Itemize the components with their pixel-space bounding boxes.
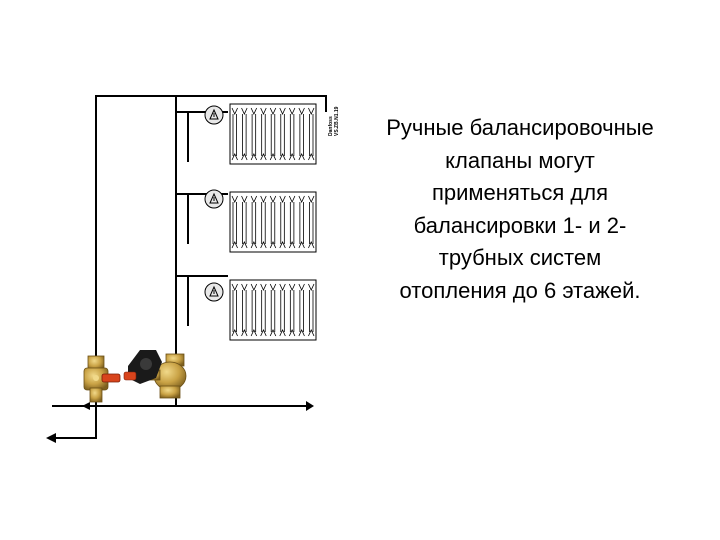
radiator-fin xyxy=(279,107,286,161)
radiators-group xyxy=(229,103,317,341)
radiator-2 xyxy=(229,191,317,253)
arrow-left-supply xyxy=(46,433,56,443)
caption-line-1: Ручные балансировочные xyxy=(386,115,654,140)
radiator-fin xyxy=(298,195,305,249)
arrow-left-top xyxy=(82,402,90,410)
radiator-1 xyxy=(229,103,317,165)
radiator-fin xyxy=(231,107,238,161)
radiator-fin xyxy=(231,195,238,249)
radiator-fin xyxy=(308,283,315,337)
thermostatic-valve-2 xyxy=(204,189,224,209)
radiator-fin xyxy=(250,195,258,249)
radiator-fin xyxy=(241,283,248,337)
flow-arrows xyxy=(46,401,314,443)
manual-balancing-valve-left xyxy=(83,355,121,403)
thermostatic-valve-3 xyxy=(204,282,224,302)
radiator-fin xyxy=(308,107,315,161)
vertical-label-line-1: Danfoss xyxy=(328,116,334,136)
radiator-fin xyxy=(298,107,305,161)
radiator-fin xyxy=(250,283,258,337)
radiator-fin xyxy=(260,107,267,161)
radiator-fin xyxy=(260,195,267,249)
radiator-fin xyxy=(298,283,305,337)
radiator-fin xyxy=(279,283,286,337)
radiator-fin xyxy=(260,283,267,337)
caption-line-5: трубных систем xyxy=(438,245,602,270)
caption-line-6: отопления до 6 этажей. xyxy=(399,277,641,303)
thermostatic-valve-1 xyxy=(204,105,224,125)
thermostatic-valves xyxy=(204,105,224,302)
description-text: Ручные балансировочные клапаны могут при… xyxy=(340,112,700,307)
radiator-fin xyxy=(269,283,277,337)
caption-line-3: применяться для xyxy=(431,180,608,205)
radiator-fin xyxy=(288,195,296,249)
vertical-label: Danfoss VS.ZB.N1.19 xyxy=(328,106,340,136)
caption-line-2: клапаны могут xyxy=(445,147,595,173)
radiator-fin xyxy=(241,107,248,161)
radiator-fin xyxy=(288,107,296,161)
radiator-fin xyxy=(241,195,248,249)
supply-riser xyxy=(95,95,327,382)
caption-line-4: балансировки 1- и 2- xyxy=(413,212,627,238)
radiator-fin xyxy=(288,283,296,337)
radiator-fin xyxy=(269,195,277,249)
radiator-fin xyxy=(279,195,286,249)
manual-balancing-valve-right xyxy=(123,350,187,399)
radiator-fin xyxy=(269,107,277,161)
radiator-fin xyxy=(231,283,238,337)
vertical-label-line-2: VS.ZB.N1.19 xyxy=(334,106,340,136)
arrow-right-main xyxy=(306,401,314,411)
radiator-3 xyxy=(229,279,317,341)
radiator-fin xyxy=(250,107,258,161)
radiator-fin xyxy=(308,195,315,249)
